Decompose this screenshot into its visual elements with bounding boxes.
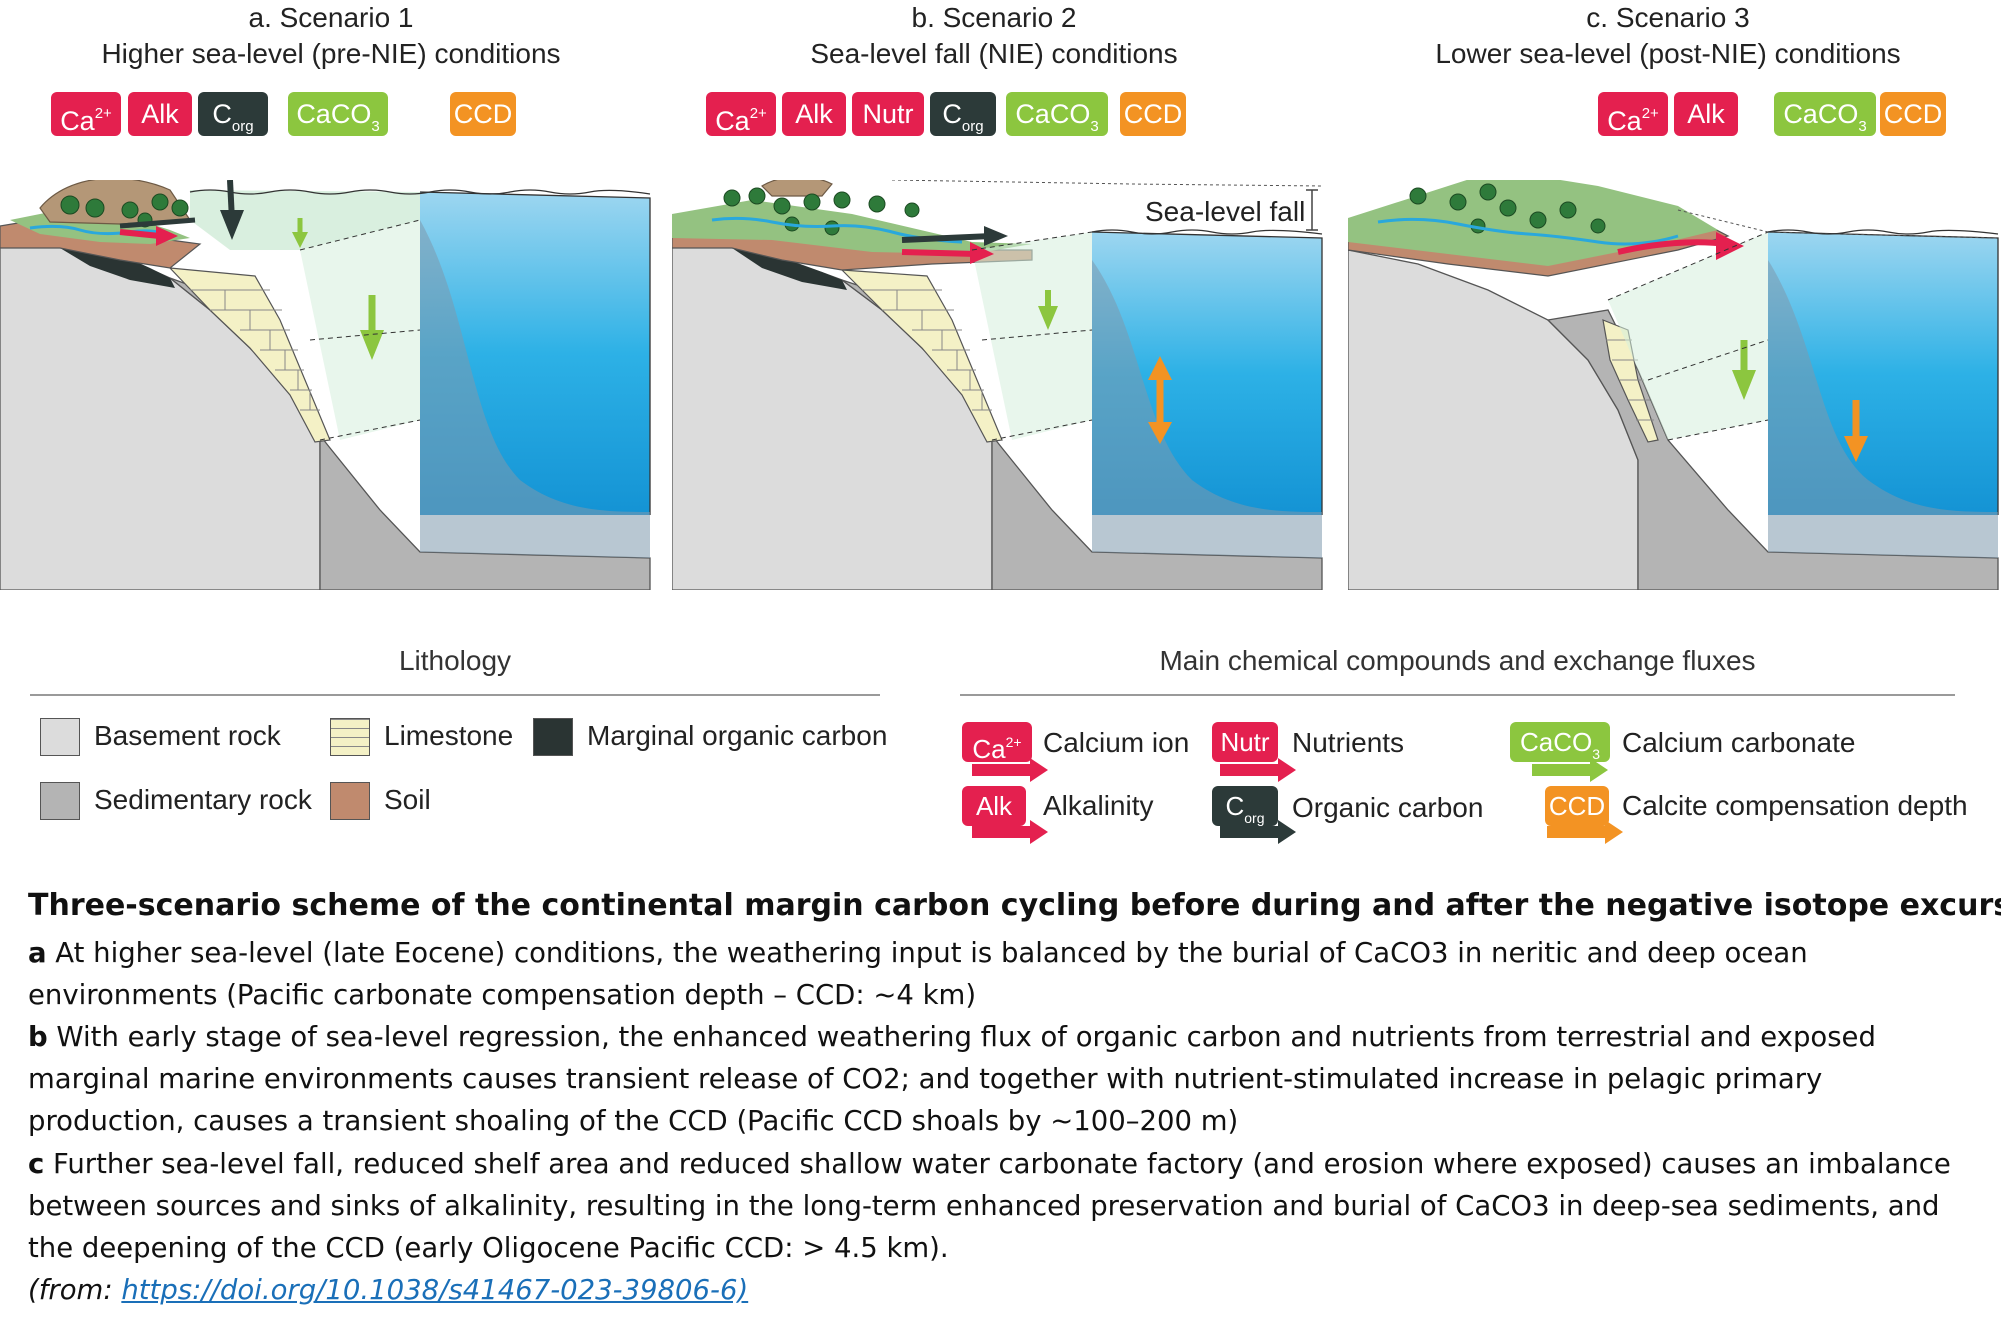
- caption-c-label: c: [28, 1148, 45, 1180]
- fluxes-divider: [960, 694, 1955, 696]
- chip-alkalinity: Alk: [1674, 92, 1738, 136]
- flux-chip-organic-carbon: Corg: [1212, 786, 1278, 826]
- caption-paragraph-b: b With early stage of sea-level regressi…: [28, 1016, 1978, 1142]
- organic-carbon-layer: [60, 248, 175, 288]
- caco3-shelf-arrow: [292, 232, 308, 248]
- flux-arrow-icon: [1532, 758, 1608, 782]
- lithology-heading: Lithology: [398, 645, 512, 676]
- basement-rock: [1348, 249, 1639, 590]
- caption-b-label: b: [28, 1021, 48, 1053]
- panel-a-title: a. Scenario 1: [248, 2, 414, 33]
- basement-rock: [0, 241, 321, 590]
- marginal-organic-carbon-label: Marginal organic carbon: [587, 720, 888, 751]
- flux-arrow-icon: [1547, 820, 1623, 844]
- flux-label-calcium: Calcium ion: [1043, 727, 1190, 758]
- chip-ccd: CCD: [1880, 92, 1946, 136]
- chip-nutrients: Nutr: [852, 92, 924, 136]
- chip-ccd: CCD: [450, 92, 516, 136]
- chip-caco3: CaCO3: [1006, 92, 1108, 136]
- caco3-arrow: [1038, 306, 1058, 330]
- panel-b-subtitle: Sea-level fall (NIE) conditions: [810, 38, 1178, 69]
- limestone: [168, 267, 331, 443]
- limestone-label: Limestone: [384, 720, 514, 751]
- panel-a-subtitle: Higher sea-level (pre-NIE) conditions: [101, 38, 561, 69]
- nutrient-flux-arrow: [970, 242, 994, 264]
- basement-rock-swatch: [40, 718, 80, 756]
- ccd-deepening-arrow: [1844, 436, 1868, 462]
- sedimentary-rock-label: Sedimentary rock: [94, 784, 312, 815]
- chip-organic-carbon: Corg: [930, 92, 996, 136]
- organic-carbon-layer: [732, 248, 847, 290]
- flux-arrow-icon: [972, 820, 1048, 844]
- chip-alkalinity: Alk: [782, 92, 846, 136]
- flux-chip-alkalinity: Alk: [962, 786, 1026, 826]
- caption-source: (from: https://doi.org/10.1038/s41467-02…: [28, 1274, 1978, 1306]
- soil-swatch: [330, 782, 370, 820]
- panel-b-title: b. Scenario 2: [911, 2, 1077, 33]
- chip-ca-ion: Ca2+: [1598, 92, 1668, 136]
- flux-chip-nutrients: Nutr: [1212, 722, 1278, 762]
- basement-rock: [672, 243, 993, 590]
- chip-alkalinity: Alk: [128, 92, 192, 136]
- caption-paragraph-a: a At higher sea-level (late Eocene) cond…: [28, 932, 1978, 1016]
- flux-arrow-icon: [1220, 820, 1296, 844]
- flux-label-nutrients: Nutrients: [1292, 727, 1405, 758]
- caption-paragraph-c: c Further sea-level fall, reduced shelf …: [28, 1143, 1978, 1269]
- chip-organic-carbon: Corg: [198, 92, 268, 136]
- doi-link[interactable]: https://doi.org/10.1038/s41467-023-39806…: [121, 1274, 749, 1306]
- flux-label-caco3: Calcium carbonate: [1622, 727, 1856, 758]
- soil-label: Soil: [384, 784, 431, 815]
- caco3-deep-arrow: [360, 330, 384, 360]
- chip-ccd: CCD: [1120, 92, 1186, 136]
- panel-c-diagram: [1348, 180, 1999, 590]
- flux-arrow-icon: [972, 758, 1048, 782]
- flux-label-ccd: Calcite compensation depth: [1622, 790, 1968, 821]
- sedimentary-rock-swatch: [40, 782, 80, 820]
- chip-caco3: CaCO3: [1774, 92, 1876, 136]
- organic-carbon-arrow: [984, 226, 1008, 246]
- caption-source-prefix: (from:: [28, 1274, 122, 1306]
- panel-c-heading: c. Scenario 3 Lower sea-level (post-NIE)…: [1338, 0, 1998, 72]
- caption-a-text: At higher sea-level (late Eocene) condit…: [28, 937, 1808, 1011]
- panel-a-diagram: [0, 180, 651, 590]
- panel-b-diagram: [672, 180, 1323, 590]
- panel-c-title: c. Scenario 3: [1586, 2, 1750, 33]
- marginal-organic-carbon-swatch: [533, 718, 573, 756]
- flux-label-organic-carbon: Organic carbon: [1292, 792, 1484, 823]
- organic-carbon-arrow: [220, 210, 244, 240]
- basement-rock-label: Basement rock: [94, 720, 281, 751]
- caption-a-label: a: [28, 937, 47, 969]
- alkalinity-flux-arrow: [156, 226, 178, 246]
- lithology-divider: [30, 694, 880, 696]
- ccd-shoaling-arrow: [1148, 356, 1172, 380]
- caco3-arrow: [1732, 370, 1756, 400]
- panel-b-heading: b. Scenario 2 Sea-level fall (NIE) condi…: [664, 0, 1324, 72]
- chip-ca-ion: Ca2+: [706, 92, 776, 136]
- sea-level-fall-label: Sea-level fall: [1145, 196, 1306, 227]
- fluxes-heading: Main chemical compounds and exchange flu…: [1159, 645, 1756, 676]
- limestone-swatch: [330, 718, 370, 756]
- flux-chip-ccd: CCD: [1545, 786, 1609, 826]
- flux-chip-calcium: Ca2+: [962, 722, 1032, 764]
- alkalinity-flux-arrow: [1716, 232, 1744, 260]
- caption-title: Three-scenario scheme of the continental…: [28, 888, 2001, 923]
- limestone: [840, 269, 1003, 443]
- flux-label-alkalinity: Alkalinity: [1043, 790, 1154, 821]
- flux-chip-caco3: CaCO3: [1510, 722, 1610, 762]
- flux-arrow-icon: [1220, 758, 1296, 782]
- panel-a-heading: a. Scenario 1 Higher sea-level (pre-NIE)…: [1, 0, 661, 72]
- caption-c-text: Further sea-level fall, reduced shelf ar…: [28, 1148, 1951, 1264]
- chip-caco3: CaCO3: [288, 92, 388, 136]
- caption-b-text: With early stage of sea-level regression…: [28, 1021, 1876, 1137]
- panel-c-subtitle: Lower sea-level (post-NIE) conditions: [1435, 38, 1901, 69]
- chip-ca-ion: Ca2+: [51, 92, 121, 136]
